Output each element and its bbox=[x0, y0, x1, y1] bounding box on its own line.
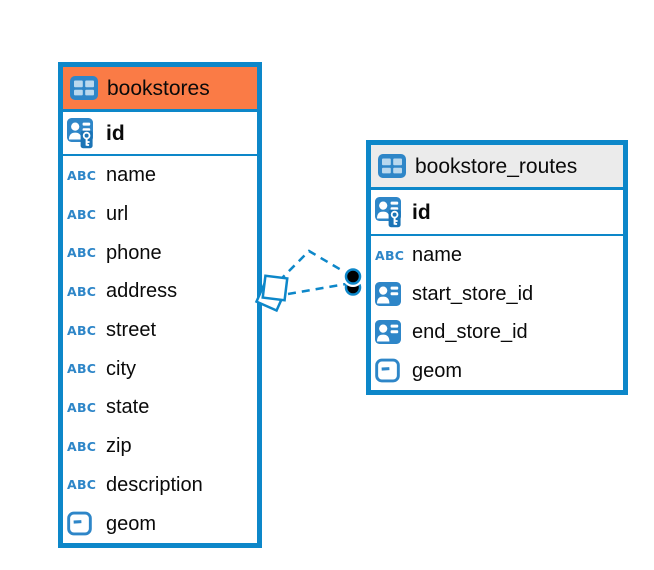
table-icon bbox=[378, 154, 406, 178]
field-name-label: phone bbox=[106, 241, 162, 264]
table-header-bookstore-routes[interactable]: bookstore_routes bbox=[371, 145, 623, 190]
table-icon bbox=[70, 76, 98, 100]
field-row[interactable]: geom bbox=[371, 352, 623, 391]
text-type-icon: ABC bbox=[67, 322, 97, 338]
table-title: bookstores bbox=[107, 76, 210, 100]
field-row[interactable]: ABC name bbox=[371, 236, 623, 275]
primary-key-icon bbox=[375, 197, 406, 228]
table-title: bookstore_routes bbox=[415, 154, 578, 178]
field-row[interactable]: ABC street bbox=[63, 311, 257, 350]
field-row[interactable]: ABC zip bbox=[63, 427, 257, 466]
field-row[interactable]: ABC url bbox=[63, 195, 257, 234]
field-row[interactable]: end_store_id bbox=[371, 313, 623, 352]
field-name-label: url bbox=[106, 203, 129, 226]
field-row-primary-key[interactable]: id bbox=[63, 112, 257, 156]
geometry-type-icon bbox=[375, 358, 406, 383]
field-name-label: geom bbox=[106, 512, 157, 535]
primary-key-icon bbox=[67, 118, 100, 149]
field-name-label: description bbox=[106, 473, 203, 496]
text-type-icon: ABC bbox=[67, 361, 97, 377]
field-row[interactable]: geom bbox=[63, 504, 257, 543]
text-type-icon: ABC bbox=[67, 206, 97, 222]
field-name-label: state bbox=[106, 396, 150, 419]
field-name-label: id bbox=[412, 200, 431, 224]
field-row[interactable]: ABC city bbox=[63, 349, 257, 388]
geometry-type-icon bbox=[67, 511, 100, 536]
field-name-label: name bbox=[412, 244, 463, 267]
relationship-endpoint-dots[interactable] bbox=[342, 266, 364, 296]
text-type-icon: ABC bbox=[67, 477, 97, 493]
field-row[interactable]: ABC description bbox=[63, 466, 257, 505]
text-type-icon: ABC bbox=[67, 245, 97, 261]
field-row[interactable]: start_store_id bbox=[371, 275, 623, 314]
field-row-primary-key[interactable]: id bbox=[371, 190, 623, 236]
field-row[interactable]: ABC phone bbox=[63, 233, 257, 272]
field-name-label: id bbox=[106, 121, 125, 145]
relationship-line[interactable] bbox=[278, 249, 349, 282]
text-type-icon: ABC bbox=[375, 247, 405, 263]
field-name-label: start_store_id bbox=[412, 282, 534, 305]
relationship-line[interactable] bbox=[287, 282, 347, 296]
reference-type-icon bbox=[375, 282, 406, 306]
field-row[interactable]: ABC state bbox=[63, 388, 257, 427]
field-name-label: geom bbox=[412, 359, 463, 382]
table-bookstores[interactable]: bookstores id ABC name ABC url ABC phone… bbox=[58, 62, 262, 548]
field-name-label: end_store_id bbox=[412, 321, 528, 344]
table-bookstore-routes[interactable]: bookstore_routes id ABC name start_store… bbox=[366, 140, 628, 395]
field-name-label: address bbox=[106, 280, 178, 303]
field-name-label: street bbox=[106, 319, 157, 342]
text-type-icon: ABC bbox=[67, 283, 97, 299]
field-name-label: name bbox=[106, 164, 157, 187]
text-type-icon: ABC bbox=[67, 438, 97, 454]
text-type-icon: ABC bbox=[67, 167, 97, 183]
table-header-bookstores[interactable]: bookstores bbox=[63, 67, 257, 112]
reference-type-icon bbox=[375, 320, 406, 344]
text-type-icon: ABC bbox=[67, 399, 97, 415]
field-row[interactable]: ABC name bbox=[63, 156, 257, 195]
field-name-label: zip bbox=[106, 435, 132, 458]
field-name-label: city bbox=[106, 357, 136, 380]
field-row[interactable]: ABC address bbox=[63, 272, 257, 311]
